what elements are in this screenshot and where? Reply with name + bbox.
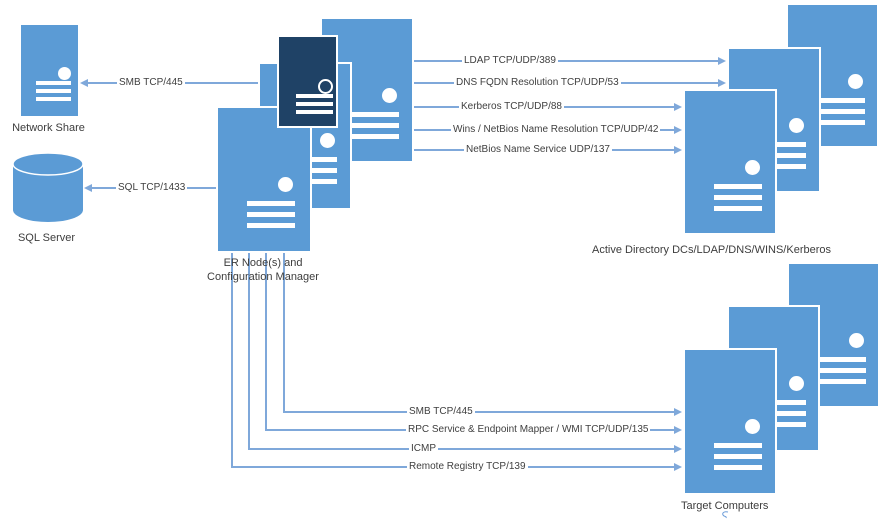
server-vent-icon (758, 142, 806, 147)
arrowhead-right-icon (674, 126, 682, 134)
server-vent-icon (758, 400, 806, 405)
server-vent-icon (714, 184, 762, 189)
connector-icmp (248, 448, 674, 450)
arrowhead-right-icon (718, 79, 726, 87)
connection-label-icmp: ICMP (409, 443, 438, 455)
server-vent-icon (714, 465, 762, 470)
connector-rpc-vertical (265, 252, 267, 430)
server-led-icon (382, 88, 397, 103)
connection-label-rpc: RPC Service & Endpoint Mapper / WMI TCP/… (406, 424, 651, 436)
server-vent-icon (296, 94, 333, 98)
server-led-icon (745, 160, 760, 175)
arrowhead-left-icon (80, 79, 88, 87)
server-vent-icon (247, 201, 295, 206)
server-vent-icon (296, 102, 333, 106)
connector-ldap (413, 60, 718, 62)
er-node-label-line1: ER Node(s) and (223, 257, 303, 269)
target-computers-label: Target Computers (681, 500, 769, 512)
server-led-icon (58, 67, 71, 80)
er-node-label-line2: Configuration Manager (207, 271, 319, 283)
server-vent-icon (758, 411, 806, 416)
server-vent-icon (758, 422, 806, 427)
connection-label-kerberos: Kerberos TCP/UDP/88 (459, 101, 564, 113)
connection-label-ldap: LDAP TCP/UDP/389 (462, 55, 558, 67)
server-vent-icon (817, 98, 865, 103)
arrowhead-right-icon (674, 445, 682, 453)
connection-label-smb-share: SMB TCP/445 (117, 77, 185, 89)
server-led-icon (789, 118, 804, 133)
server-vent-icon (714, 195, 762, 200)
server-vent-icon (247, 223, 295, 228)
connection-label-netbios: NetBios Name Service UDP/137 (464, 144, 612, 156)
target-server-front (683, 348, 777, 495)
server-vent-icon (817, 109, 865, 114)
server-led-icon (320, 133, 335, 148)
server-vent-icon (351, 112, 399, 117)
server-vent-icon (714, 454, 762, 459)
er-server-front (216, 106, 312, 253)
server-vent-icon (36, 97, 71, 101)
connector-smb-target-vertical (283, 252, 285, 412)
server-vent-icon (818, 368, 866, 373)
connection-label-dns: DNS FQDN Resolution TCP/UDP/53 (454, 77, 621, 89)
connection-label-remote-registry: Remote Registry TCP/139 (407, 461, 528, 473)
ad-server-front (683, 89, 777, 235)
arrowhead-right-icon (674, 463, 682, 471)
arrowhead-right-icon (674, 146, 682, 154)
server-led-icon (278, 177, 293, 192)
server-vent-icon (247, 212, 295, 217)
arrowhead-right-icon (718, 57, 726, 65)
server-vent-icon (818, 379, 866, 384)
server-vent-icon (36, 89, 71, 93)
server-vent-icon (296, 110, 333, 114)
arrowhead-right-icon (674, 103, 682, 111)
server-led-icon (745, 419, 760, 434)
server-vent-icon (289, 157, 337, 162)
sql-server-label: SQL Server (17, 232, 76, 244)
server-vent-icon (817, 120, 865, 125)
server-vent-icon (714, 443, 762, 448)
server-vent-icon (818, 357, 866, 362)
server-vent-icon (714, 206, 762, 211)
server-led-icon (789, 376, 804, 391)
network-share-server (19, 23, 80, 118)
server-vent-icon (289, 179, 337, 184)
connection-label-smb-target: SMB TCP/445 (407, 406, 475, 418)
arrowhead-left-icon (84, 184, 92, 192)
server-led-ring-icon (318, 79, 333, 94)
connection-label-sql: SQL TCP/1433 (116, 182, 188, 194)
connector-smb-target (283, 411, 674, 413)
er-node-label: ER Node(s) and Configuration Manager (188, 256, 338, 284)
server-vent-icon (351, 123, 399, 128)
connection-label-wins: Wins / NetBios Name Resolution TCP/UDP/4… (451, 124, 661, 136)
ink-squiggle-icon (722, 511, 729, 519)
server-vent-icon (758, 153, 806, 158)
server-vent-icon (758, 164, 806, 169)
network-share-label: Network Share (12, 122, 85, 134)
active-directory-label: Active Directory DCs/LDAP/DNS/WINS/Kerbe… (592, 244, 831, 256)
connector-remote-registry-vertical (231, 252, 233, 467)
er-server-dark (277, 35, 338, 128)
sql-database-cylinder-icon (12, 152, 84, 222)
server-led-icon (848, 74, 863, 89)
server-vent-icon (351, 134, 399, 139)
server-vent-icon (289, 168, 337, 173)
connector-icmp-vertical (248, 252, 250, 449)
server-vent-icon (36, 81, 71, 85)
arrowhead-right-icon (674, 426, 682, 434)
server-led-icon (849, 333, 864, 348)
arrowhead-right-icon (674, 408, 682, 416)
